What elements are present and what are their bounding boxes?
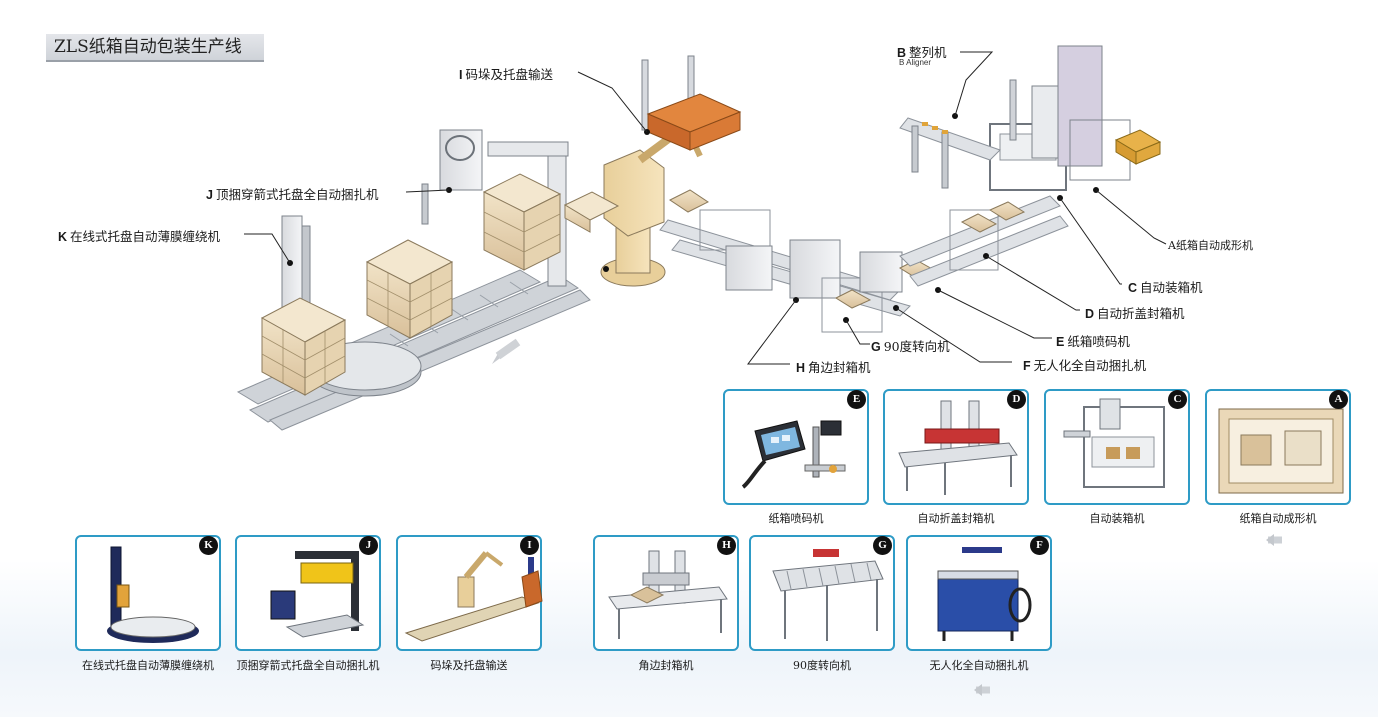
page-title: ZLS纸箱自动包装生产线 — [46, 34, 264, 62]
caption-e: 纸箱喷码机 — [768, 512, 824, 525]
card-g: G — [749, 535, 895, 651]
card-f: F — [906, 535, 1052, 651]
card-e-badge: E — [847, 390, 866, 409]
card-h: H — [593, 535, 739, 651]
aligner-machine — [899, 113, 1001, 189]
pallet-stack-1 — [260, 297, 347, 396]
caption-j: 顶捆穿箭式托盘全自动捆扎机 — [236, 659, 380, 672]
callout-b-sub: B Aligner — [899, 58, 932, 67]
leader-lines — [244, 51, 1167, 365]
card-f-badge: F — [1030, 536, 1049, 555]
carton-erector-machine — [1031, 45, 1162, 193]
card-d: D — [883, 389, 1029, 505]
card-a-badge: A — [1329, 390, 1348, 409]
card-c-badge: C — [1168, 390, 1187, 409]
strapping-machine-icon — [937, 547, 1032, 641]
caption-h: 角边封箱机 — [638, 659, 694, 672]
palletizer-robot-icon — [404, 551, 543, 642]
pallet-strapper-icon — [270, 551, 365, 638]
caption-g: 90度转向机 — [793, 659, 851, 672]
pallet-stack-2 — [365, 239, 454, 339]
case-packer-icon — [1063, 398, 1165, 488]
case-sealer-icon — [898, 400, 1018, 495]
card-j: J — [235, 535, 381, 651]
caption-d: 自动折盖封箱机 — [917, 512, 995, 525]
caption-f: 无人化全自动捆扎机 — [929, 659, 1029, 672]
card-g-badge: G — [873, 536, 892, 555]
caption-k: 在线式托盘自动薄膜缠绕机 — [82, 659, 214, 672]
card-e: E — [723, 389, 869, 505]
card-a: A — [1205, 389, 1351, 505]
card-c: C — [1044, 389, 1190, 505]
card-k-badge: K — [199, 536, 218, 555]
card-j-badge: J — [359, 536, 378, 555]
caption-c: 自动装箱机 — [1089, 512, 1145, 525]
corner-sealer-icon — [608, 550, 728, 639]
stretch-wrapper-icon — [107, 546, 199, 643]
card-k: K — [75, 535, 221, 651]
card-i: I — [396, 535, 543, 651]
card-d-badge: D — [1007, 390, 1026, 409]
caption-a: 纸箱自动成形机 — [1239, 512, 1317, 525]
card-i-badge: I — [520, 536, 539, 555]
pallet-stack-3 — [482, 173, 562, 271]
turning-conveyor-icon — [772, 549, 884, 641]
callout-a: A纸箱自动成形机 — [1168, 239, 1253, 252]
inkjet-printer-icon — [741, 420, 846, 489]
caption-i: 码垛及托盘输送 — [430, 659, 508, 672]
carton-erector-icon — [1218, 408, 1344, 494]
card-h-badge: H — [717, 536, 736, 555]
